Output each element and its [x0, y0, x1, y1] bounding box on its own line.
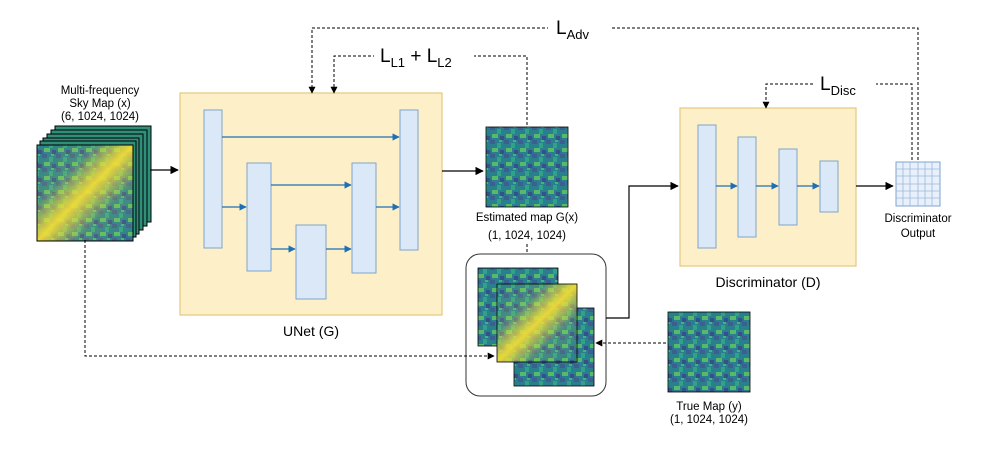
unet-dec-block-1	[399, 109, 419, 251]
disc-output-label-line1: Discriminator	[884, 213, 951, 225]
unet-enc-block-1	[203, 109, 223, 249]
true-map-label-line2: (1, 1024, 1024)	[670, 414, 748, 426]
adv-loss-label: LAdv	[556, 18, 589, 42]
estimated-map-image	[485, 126, 569, 208]
input-label-line1: Multi-frequency	[61, 85, 140, 97]
disc-loss-line	[762, 83, 913, 160]
input-label-line3: (6, 1024, 1024)	[61, 111, 139, 123]
l1-l2-loss-label: LL1 + LL2	[380, 46, 452, 70]
disc-block-2	[737, 136, 757, 238]
adv-loss-line	[308, 27, 919, 160]
unet-enc-block-2	[246, 162, 272, 272]
true-map-image	[667, 311, 751, 393]
unet-bottleneck-block	[295, 224, 327, 300]
discriminator-label: Discriminator (D)	[716, 274, 821, 290]
input-to-stack-arrow	[84, 240, 495, 360]
disc-block-3	[778, 148, 798, 226]
unet-label: UNet (G)	[283, 323, 339, 339]
disc-output-label-line2: Output	[901, 228, 936, 240]
disc-loss-label: LDisc	[820, 74, 856, 98]
unet-dec-block-2	[351, 162, 377, 274]
concat-sky-map	[497, 284, 577, 362]
disc-block-1	[697, 124, 717, 249]
estimated-label-line1: Estimated map G(x)	[476, 212, 578, 224]
true-map-label-line1: True Map (y)	[676, 401, 742, 413]
estimated-label-line2: (1, 1024, 1024)	[488, 230, 566, 242]
input-map-stack	[36, 125, 152, 242]
stack-to-discriminator-arrow	[606, 181, 679, 319]
input-sky-map	[37, 145, 133, 241]
disc-block-4	[819, 160, 839, 213]
discriminator-output-grid	[895, 161, 941, 207]
input-label-line2: Sky Map (x)	[69, 98, 131, 110]
